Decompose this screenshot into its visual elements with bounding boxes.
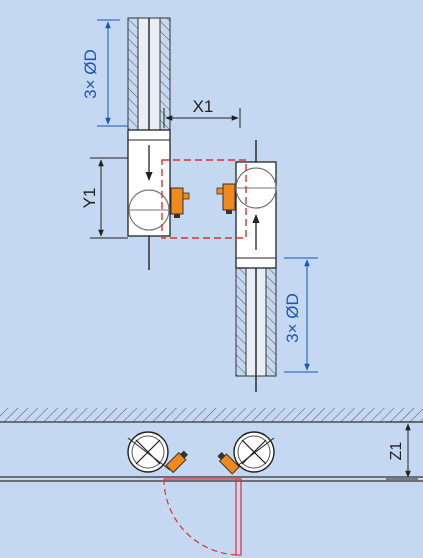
right-pipe-section [231, 431, 275, 473]
right-actuator-icon [216, 183, 236, 214]
left-actuator-icon [170, 187, 190, 218]
z1-label: Z1 [388, 442, 405, 461]
ceiling-wall [0, 408, 423, 423]
left-pipe-upper [127, 17, 171, 270]
lower-wall [0, 476, 423, 482]
right-damper-body [235, 161, 277, 269]
bottom-diameter-dimension: 3× ØD [283, 257, 318, 373]
y1-label: Y1 [80, 188, 99, 209]
right-section-actuator-icon [217, 451, 241, 475]
x1-label: X1 [193, 97, 214, 116]
service-zone-outline [161, 159, 247, 239]
left-pipe-section [127, 431, 171, 473]
x1-dimension: X1 [163, 97, 241, 128]
top-diameter-label: 3× ØD [81, 49, 100, 99]
y1-dimension: Y1 [80, 157, 128, 239]
bottom-diameter-label: 3× ØD [283, 293, 302, 343]
left-damper-body [127, 129, 171, 237]
access-door-swing [163, 478, 242, 556]
left-section-actuator-icon [165, 450, 189, 474]
top-diameter-dimension: 3× ØD [81, 19, 128, 127]
z1-dimension: Z1 [386, 421, 418, 480]
